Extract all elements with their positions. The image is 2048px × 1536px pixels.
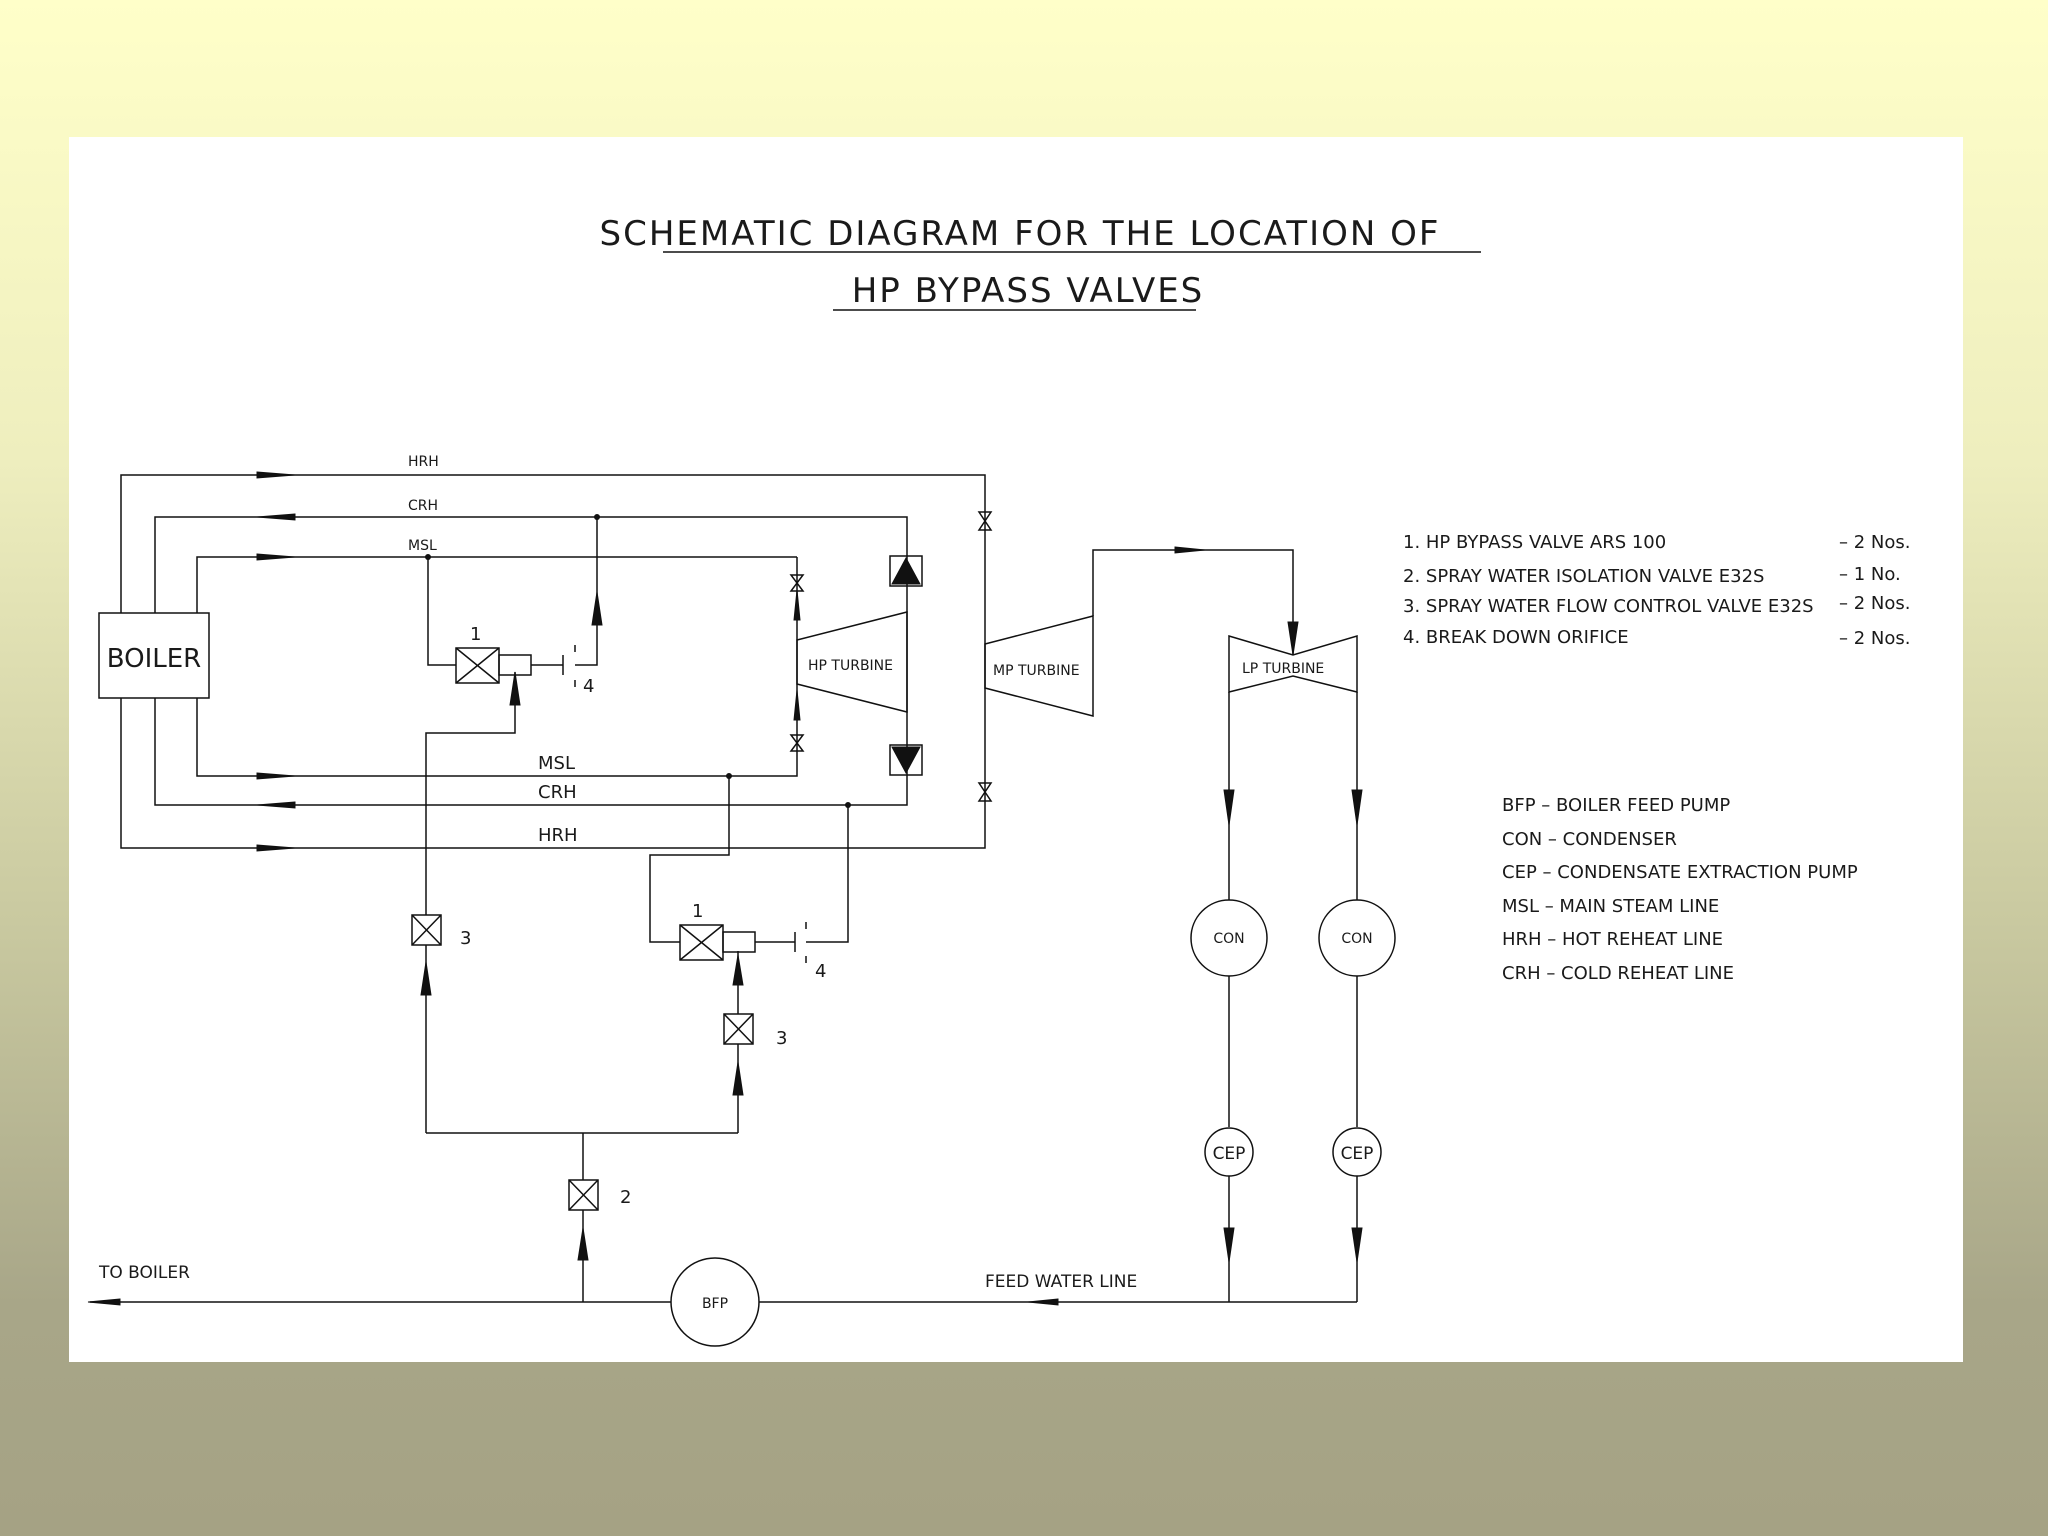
flow-arrow (732, 954, 744, 986)
flow-arrow (509, 671, 521, 706)
check-valve-top-icon (891, 556, 921, 585)
boiler-box (98, 612, 210, 699)
flow-arrow (256, 513, 296, 521)
bypass-to-crh-lower (806, 805, 849, 943)
parts-list-qty: – 1 No. (1839, 564, 1901, 585)
msl-label-top: MSL (408, 538, 437, 554)
flow-arrow (256, 844, 296, 852)
bypass-to-crh-upper (575, 517, 598, 666)
check-valve-bottom (889, 744, 923, 776)
parts-list-item: 1. HP BYPASS VALVE ARS 100 (1403, 532, 1666, 553)
valve-number-1-lower: 1 (692, 901, 703, 922)
flow-arrow (87, 1298, 121, 1306)
check-valve-top (889, 555, 923, 587)
abbreviation-item: MSL – MAIN STEAM LINE (1502, 896, 1719, 917)
flow-arrow (256, 471, 296, 479)
valve-actuator-lower (722, 931, 756, 953)
abbreviation-item: CON – CONDENSER (1502, 829, 1677, 850)
spray-to-valve-1-upper (425, 672, 516, 915)
flow-arrow (420, 961, 432, 996)
parts-list-qty: – 2 Nos. (1839, 532, 1910, 553)
feed-water-line-label: FEED WATER LINE (985, 1272, 1137, 1292)
flow-arrow (1223, 1227, 1235, 1263)
hp-inlet-valve (789, 574, 805, 592)
to-boiler-label: TO BOILER (98, 1263, 190, 1283)
parts-list-item: 2. SPRAY WATER ISOLATION VALVE E32S (1403, 566, 1764, 587)
msl-to-bypass-lower (649, 776, 730, 943)
boiler-feed-pump (670, 1257, 760, 1347)
parts-list: 1. HP BYPASS VALVE ARS 100 – 2 Nos. 2. S… (1403, 532, 1910, 649)
msl-label-bottom: MSL (538, 753, 575, 774)
check-valve-bottom-icon (891, 746, 921, 775)
crh-label-top: CRH (408, 498, 438, 514)
flow-arrow (591, 591, 603, 626)
hp-outlet-valve (789, 734, 805, 752)
flow-arrow (732, 1061, 744, 1096)
msl-to-bypass-upper (427, 557, 456, 666)
flow-arrow (256, 553, 296, 561)
hrh-valve-bottom (977, 782, 993, 802)
valve-number-3-left: 3 (460, 928, 471, 949)
parts-list-item: 3. SPRAY WATER FLOW CONTROL VALVE E32S (1403, 596, 1814, 617)
abbreviation-item: CEP – CONDENSATE EXTRACTION PUMP (1502, 862, 1858, 883)
mp-turbine (984, 615, 1094, 717)
mp-to-lp-line (1092, 549, 1294, 655)
cep-label-left: CEP (1213, 1144, 1246, 1164)
flow-arrow (1351, 789, 1363, 826)
flow-arrow (1174, 546, 1206, 554)
valve-number-2: 2 (620, 1187, 631, 1208)
drawing-sheet (69, 137, 1963, 1362)
lp-turbine-label: LP TURBINE (1242, 661, 1324, 677)
con-label-right: CON (1341, 931, 1372, 947)
flow-arrow (1351, 1227, 1363, 1263)
boiler-label: BOILER (107, 644, 202, 674)
flow-arrow (1027, 1298, 1059, 1306)
abbreviation-item: HRH – HOT REHEAT LINE (1502, 929, 1723, 950)
parts-list-qty: – 2 Nos. (1839, 593, 1910, 614)
valve-number-4-upper: 4 (583, 676, 594, 697)
valve-number-1-upper: 1 (470, 624, 481, 645)
flow-arrow (256, 772, 296, 780)
parts-list-item: 4. BREAK DOWN ORIFICE (1403, 627, 1629, 648)
abbreviation-item: CRH – COLD REHEAT LINE (1502, 963, 1734, 984)
msl-upper-line (196, 556, 797, 613)
diagram-title-line1: SCHEMATIC DIAGRAM FOR THE LOCATION OF (600, 214, 1441, 254)
abbreviation-item: BFP – BOILER FEED PUMP (1502, 795, 1730, 816)
flow-arrow (256, 801, 296, 809)
valve-number-3-right: 3 (776, 1028, 787, 1049)
flow-arrow (577, 1227, 589, 1261)
diagram-title-line2: HP BYPASS VALVES (852, 271, 1205, 311)
crh-label-bottom: CRH (538, 782, 577, 803)
mp-turbine-label: MP TURBINE (993, 663, 1080, 679)
flow-arrow (1287, 621, 1299, 656)
parts-list-qty: – 2 Nos. (1839, 628, 1910, 649)
hrh-label-bottom: HRH (538, 825, 578, 846)
flow-arrow (1223, 789, 1235, 826)
flow-arrow (793, 589, 801, 621)
bfp-label: BFP (702, 1296, 728, 1312)
hrh-label-top: HRH (408, 454, 439, 470)
abbreviation-legend: BFP – BOILER FEED PUMP CON – CONDENSER C… (1502, 795, 1858, 984)
hrh-valve-top (977, 511, 993, 531)
con-label-left: CON (1213, 931, 1244, 947)
cep-label-right: CEP (1341, 1144, 1374, 1164)
msl-lower-line (196, 557, 798, 777)
hp-turbine (796, 611, 908, 713)
flow-arrow (793, 689, 801, 721)
hp-turbine-label: HP TURBINE (808, 658, 893, 674)
valve-number-4-lower: 4 (815, 961, 826, 982)
